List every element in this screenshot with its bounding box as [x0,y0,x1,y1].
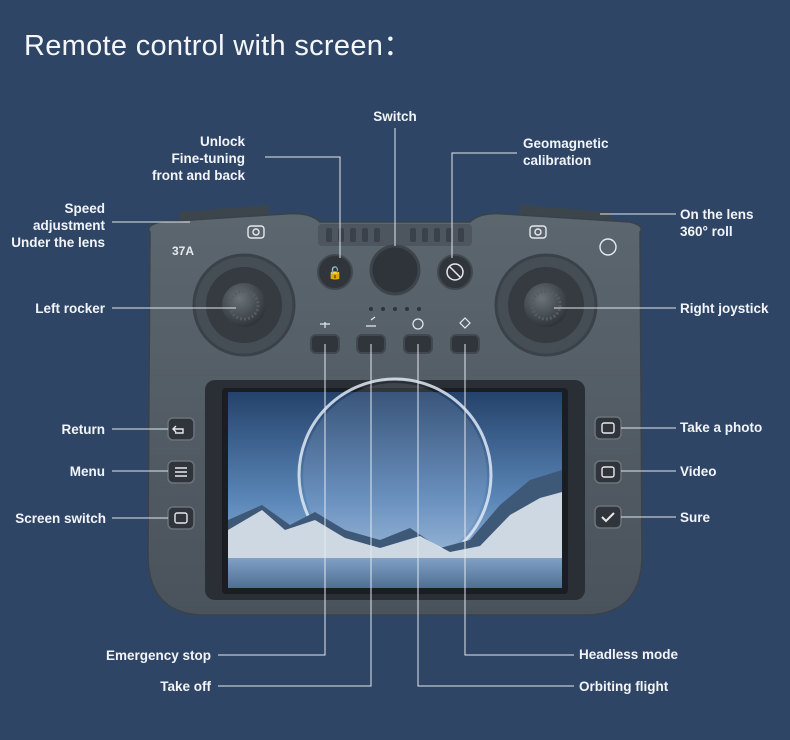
return-icon [172,425,184,434]
headless-icon [459,317,471,329]
video-icon [601,466,615,478]
label-screen-switch: Screen switch [15,511,106,526]
label-front-and-back: front and back [151,168,245,183]
geomagnetic-calibration-button[interactable] [437,254,473,290]
emergency-stop-icon [320,322,330,328]
check-icon [601,512,615,523]
brand-mark: 37A [172,244,194,258]
label-switch: Switch [373,109,417,124]
screen-display [228,377,562,588]
label-speed: Speed [64,201,105,216]
unlock-button[interactable]: 🔓 [317,254,353,290]
label-under-the-lens: Under the lens [11,235,105,250]
label-return: Return [61,422,106,437]
label-take-a-photo: Take a photo [680,420,763,435]
compass-icon [446,263,464,281]
label-right-joystick: Right joystick [680,301,769,316]
left-rocker-stick[interactable] [192,253,296,357]
label-on-the-lens: On the lens [680,207,754,222]
label-orbiting-flight: Orbiting flight [579,679,669,694]
label-calibration: calibration [523,153,592,168]
page-title: Remote control with screen： [24,30,413,62]
takeoff-icon [366,316,376,327]
lock-unlock-icon: 🔓 [328,266,343,280]
camera-rotate-icon [529,225,547,239]
label-fine-tuning: Fine-tuning [171,151,245,166]
label-menu: Menu [69,464,105,479]
label-sure: Sure [680,510,711,525]
photo-icon [601,422,615,434]
label-adjustment: adjustment [32,218,105,233]
video-button [594,460,622,484]
right-joystick-stick[interactable] [494,253,598,357]
screen-switch-icon [174,512,188,524]
label-emergency-stop: Emergency stop [105,648,211,663]
label-left-rocker: Left rocker [35,301,105,316]
rotate-360-icon [599,238,617,256]
menu-icon [175,467,187,477]
label-take-off: Take off [160,679,211,694]
orbit-icon [412,318,424,330]
label-geomagnetic: Geomagnetic [523,136,609,151]
label-headless-mode: Headless mode [579,647,679,662]
label-video: Video [680,464,717,479]
label-360-roll: 360° roll [680,224,733,239]
camera-icon [247,225,265,239]
label-unlock: Unlock [199,134,245,149]
